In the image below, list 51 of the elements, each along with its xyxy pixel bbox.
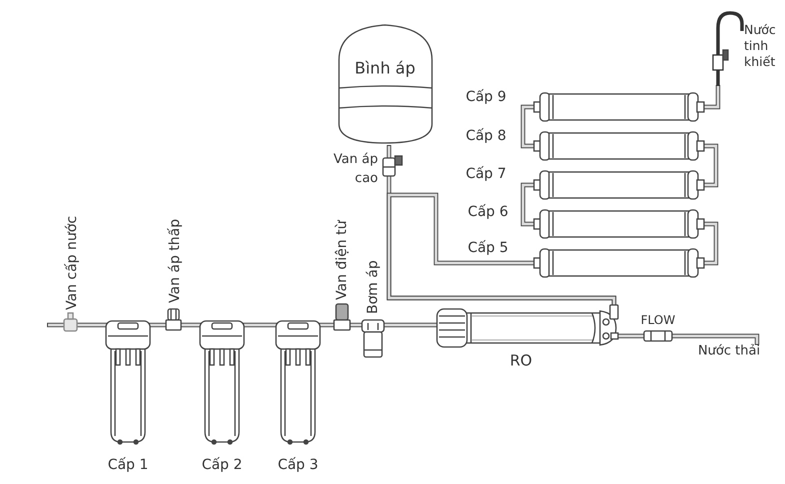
outlet-label: Nước tinh khiết: [744, 22, 776, 70]
pipe: [704, 222, 718, 264]
pipe: [672, 334, 758, 344]
faucet: [712, 11, 744, 86]
pipe: [704, 86, 720, 108]
pipe: [522, 184, 534, 226]
pipe: [48, 324, 64, 326]
pipe: [77, 324, 106, 326]
pipe: [384, 324, 437, 326]
pipe: [150, 324, 166, 326]
filter-housing: [199, 320, 245, 445]
pipe: [388, 146, 390, 158]
filter-cartridge: [533, 209, 705, 239]
membrane-label: RO: [510, 352, 532, 370]
flow-restrictor-icon: [643, 330, 673, 342]
pump-icon: [361, 319, 385, 358]
stage-label: Cấp 5: [468, 240, 508, 256]
filter-cartridge: [533, 170, 705, 200]
filter-cartridge: [533, 248, 705, 278]
pump-label: Bơm áp: [364, 260, 382, 314]
filter-housing: [105, 320, 151, 445]
ro-membrane-housing: [436, 304, 619, 348]
valve-icon: [165, 308, 182, 331]
stage-label: Cấp 9: [466, 88, 506, 106]
stage-label: Cấp 3: [278, 456, 318, 474]
stage-label: Cấp 7: [466, 166, 506, 182]
pipe: [320, 324, 334, 326]
valve-icon: [63, 312, 78, 332]
pipe: [181, 324, 200, 326]
stage-label: Cấp 8: [466, 128, 506, 144]
valve-icon: [382, 155, 403, 177]
valve-label: Van áp thấp: [166, 218, 184, 303]
pipe: [244, 324, 276, 326]
stage-label: Cấp 1: [108, 456, 148, 474]
solenoid-valve-icon: [333, 303, 351, 331]
pipe: [350, 324, 362, 326]
filter-housing: [275, 320, 321, 445]
pipe: [522, 106, 534, 148]
flow-label: FLOW: [640, 314, 676, 328]
pressure-tank: [337, 22, 434, 146]
tank-label: Bình áp: [354, 58, 416, 78]
filter-cartridge: [533, 92, 705, 122]
outlet-label: Nước thải: [698, 344, 760, 360]
valve-label: Van áp cao: [334, 151, 378, 188]
filter-cartridge: [533, 131, 705, 161]
stage-label: Cấp 6: [468, 204, 508, 220]
pipe: [704, 144, 718, 186]
valve-label: Van điện từ: [334, 220, 350, 300]
stage-label: Cấp 2: [202, 456, 242, 474]
valve-label: Van cấp nước: [64, 216, 80, 310]
pipe: [618, 334, 644, 338]
